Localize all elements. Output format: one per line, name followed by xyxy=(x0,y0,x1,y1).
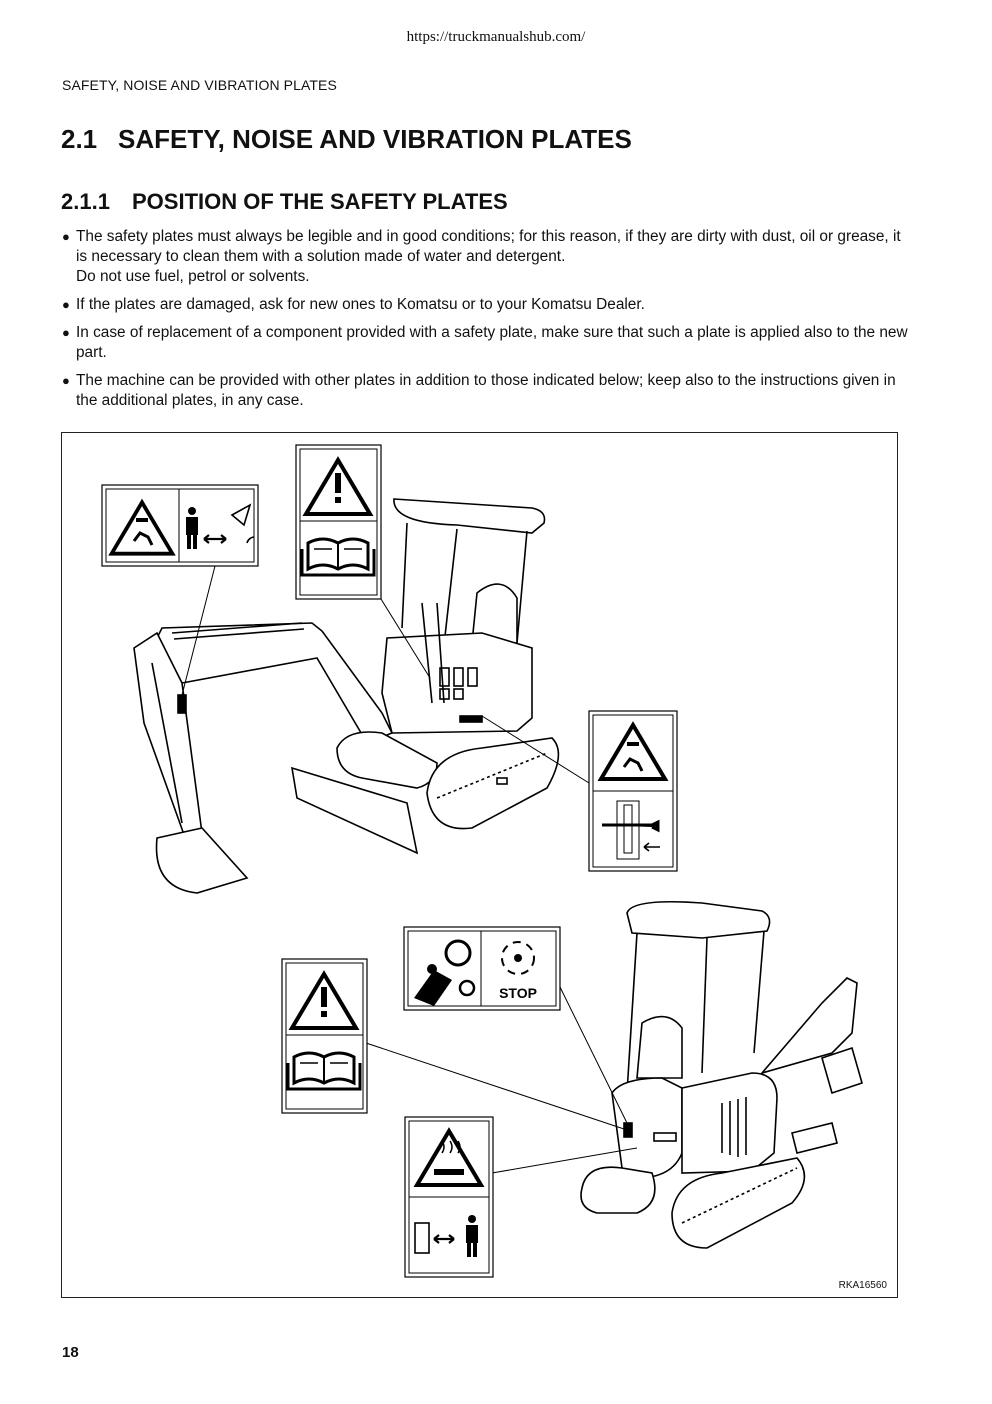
subsection-heading: 2.1.1 POSITION OF THE SAFETY PLATES xyxy=(61,189,508,215)
list-item: ● If the plates are damaged, ask for new… xyxy=(62,295,908,315)
bullet-text: The machine can be provided with other p… xyxy=(76,372,896,409)
subsection-title: POSITION OF THE SAFETY PLATES xyxy=(132,189,508,214)
bullet-text: The safety plates must always be legible… xyxy=(76,228,901,265)
running-head: SAFETY, NOISE AND VIBRATION PLATES xyxy=(62,77,337,93)
safety-plates-figure: STOP RKA16560 xyxy=(61,432,898,1298)
excavator-rear-view xyxy=(580,901,863,1249)
bullet-text: In case of replacement of a component pr… xyxy=(76,324,908,361)
bullet-dot-icon: ● xyxy=(62,373,70,388)
page-number: 18 xyxy=(62,1344,79,1361)
plate-crush-lock-lever xyxy=(588,710,678,872)
plate-belt-stop-engine: STOP xyxy=(403,926,561,1011)
bullet-dot-icon: ● xyxy=(62,297,70,312)
section-title: SAFETY, NOISE AND VIBRATION PLATES xyxy=(118,124,632,154)
list-item: ● The safety plates must always be legib… xyxy=(62,227,908,287)
bullet-text: If the plates are damaged, ask for new o… xyxy=(76,296,645,313)
section-heading: 2.1 SAFETY, NOISE AND VIBRATION PLATES xyxy=(61,124,632,155)
plate-warning-read-manual-bottom xyxy=(281,958,368,1114)
figure-code: RKA16560 xyxy=(838,1280,887,1291)
source-url[interactable]: https://truckmanualshub.com/ xyxy=(406,29,586,45)
plate-hot-surface-keep-distance xyxy=(404,1116,494,1278)
bullet-dot-icon: ● xyxy=(62,325,70,340)
bullet-list: ● The safety plates must always be legib… xyxy=(62,227,908,419)
subsection-number: 2.1.1 xyxy=(61,189,110,214)
bullet-text: Do not use fuel, petrol or solvents. xyxy=(76,268,310,285)
leader-lines xyxy=(181,565,638,1174)
list-item: ● The machine can be provided with other… xyxy=(62,371,908,411)
plate-warning-read-manual-top xyxy=(295,444,382,600)
excavator-front-view xyxy=(133,498,560,894)
list-item: ● In case of replacement of a component … xyxy=(62,323,908,363)
excavator-illustration: STOP xyxy=(101,444,863,1278)
stop-label: STOP xyxy=(499,985,537,1001)
plate-crush-keep-distance xyxy=(101,484,259,567)
bullet-dot-icon: ● xyxy=(62,229,70,244)
section-number: 2.1 xyxy=(61,124,98,154)
